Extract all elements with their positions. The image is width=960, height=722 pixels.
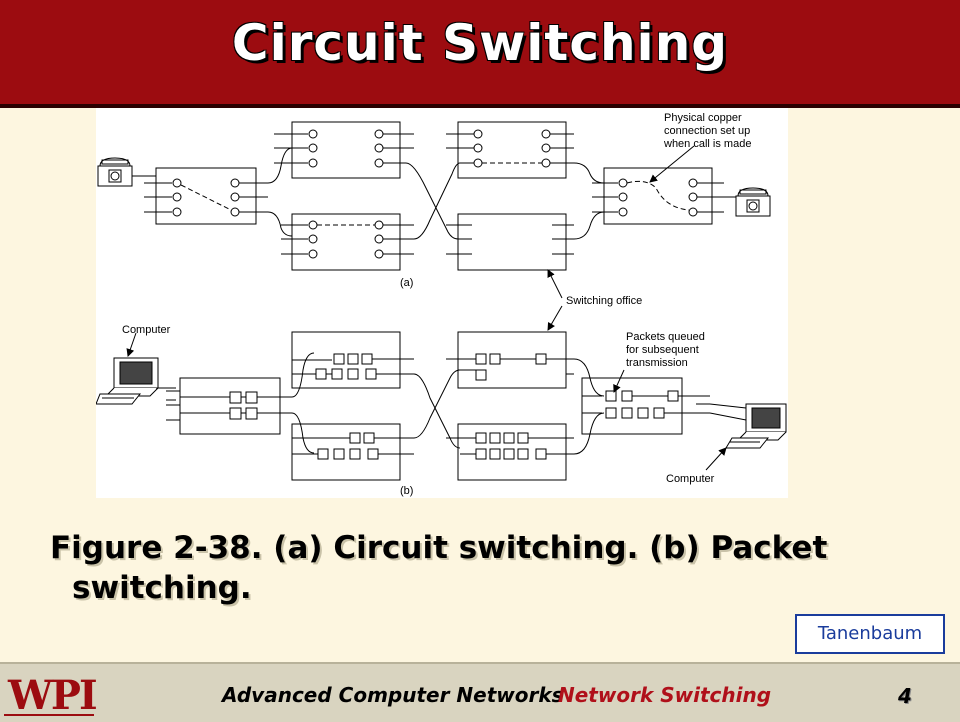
- footer-topic: Network Switching: [558, 683, 772, 707]
- page-number: 4: [898, 684, 912, 708]
- label-a: (a): [400, 277, 413, 289]
- office-a-top-right: [457, 121, 567, 179]
- slide-title: Circuit Switching: [231, 14, 729, 72]
- office-a-bottom-left: [291, 213, 401, 271]
- logo-underline: [4, 714, 94, 716]
- telephone-right-icon: [735, 187, 771, 217]
- computer-right-label: Computer: [666, 473, 715, 485]
- caption-line-2: switching.: [72, 570, 252, 606]
- office-b-right: [581, 377, 683, 435]
- computer-right-icon: [725, 403, 787, 449]
- footer-course-title: Advanced Computer Networks: [222, 683, 564, 707]
- physical-copper-line1: Physical copper: [664, 112, 742, 124]
- office-a-left: [155, 167, 257, 225]
- office-a-top-left: [291, 121, 401, 179]
- wpi-logo: WPI: [8, 672, 98, 719]
- physical-copper-line2: connection set up: [664, 125, 750, 137]
- computer-left-icon: [96, 357, 159, 405]
- packets-line3: transmission: [626, 357, 688, 369]
- computer-left-label: Computer: [122, 324, 171, 336]
- packets-line2: for subsequent: [626, 344, 699, 356]
- office-a-bottom-right: [457, 213, 567, 271]
- circuit-packet-switching-figure: (a) (b) Physical copper connection set u…: [96, 108, 788, 498]
- office-a-right: [603, 167, 713, 225]
- packets-line1: Packets queued: [626, 331, 705, 343]
- office-b-left: [179, 377, 281, 435]
- telephone-left-icon: [97, 157, 133, 187]
- label-b: (b): [400, 485, 413, 497]
- switching-office-label: Switching office: [566, 295, 642, 307]
- physical-copper-line3: when call is made: [663, 138, 751, 150]
- caption-line-1: Figure 2-38. (a) Circuit switching. (b) …: [50, 530, 828, 566]
- title-underline: [0, 104, 960, 108]
- office-b-bottom-left: [291, 423, 401, 481]
- title-bar: [0, 0, 960, 104]
- footer-bar: [0, 662, 960, 722]
- office-b-top-right: [457, 331, 567, 389]
- figure-caption: Figure 2-38. (a) Circuit switching. (b) …: [50, 528, 920, 608]
- credit-box: Tanenbaum: [795, 614, 945, 654]
- office-b-bottom-right: [457, 423, 567, 481]
